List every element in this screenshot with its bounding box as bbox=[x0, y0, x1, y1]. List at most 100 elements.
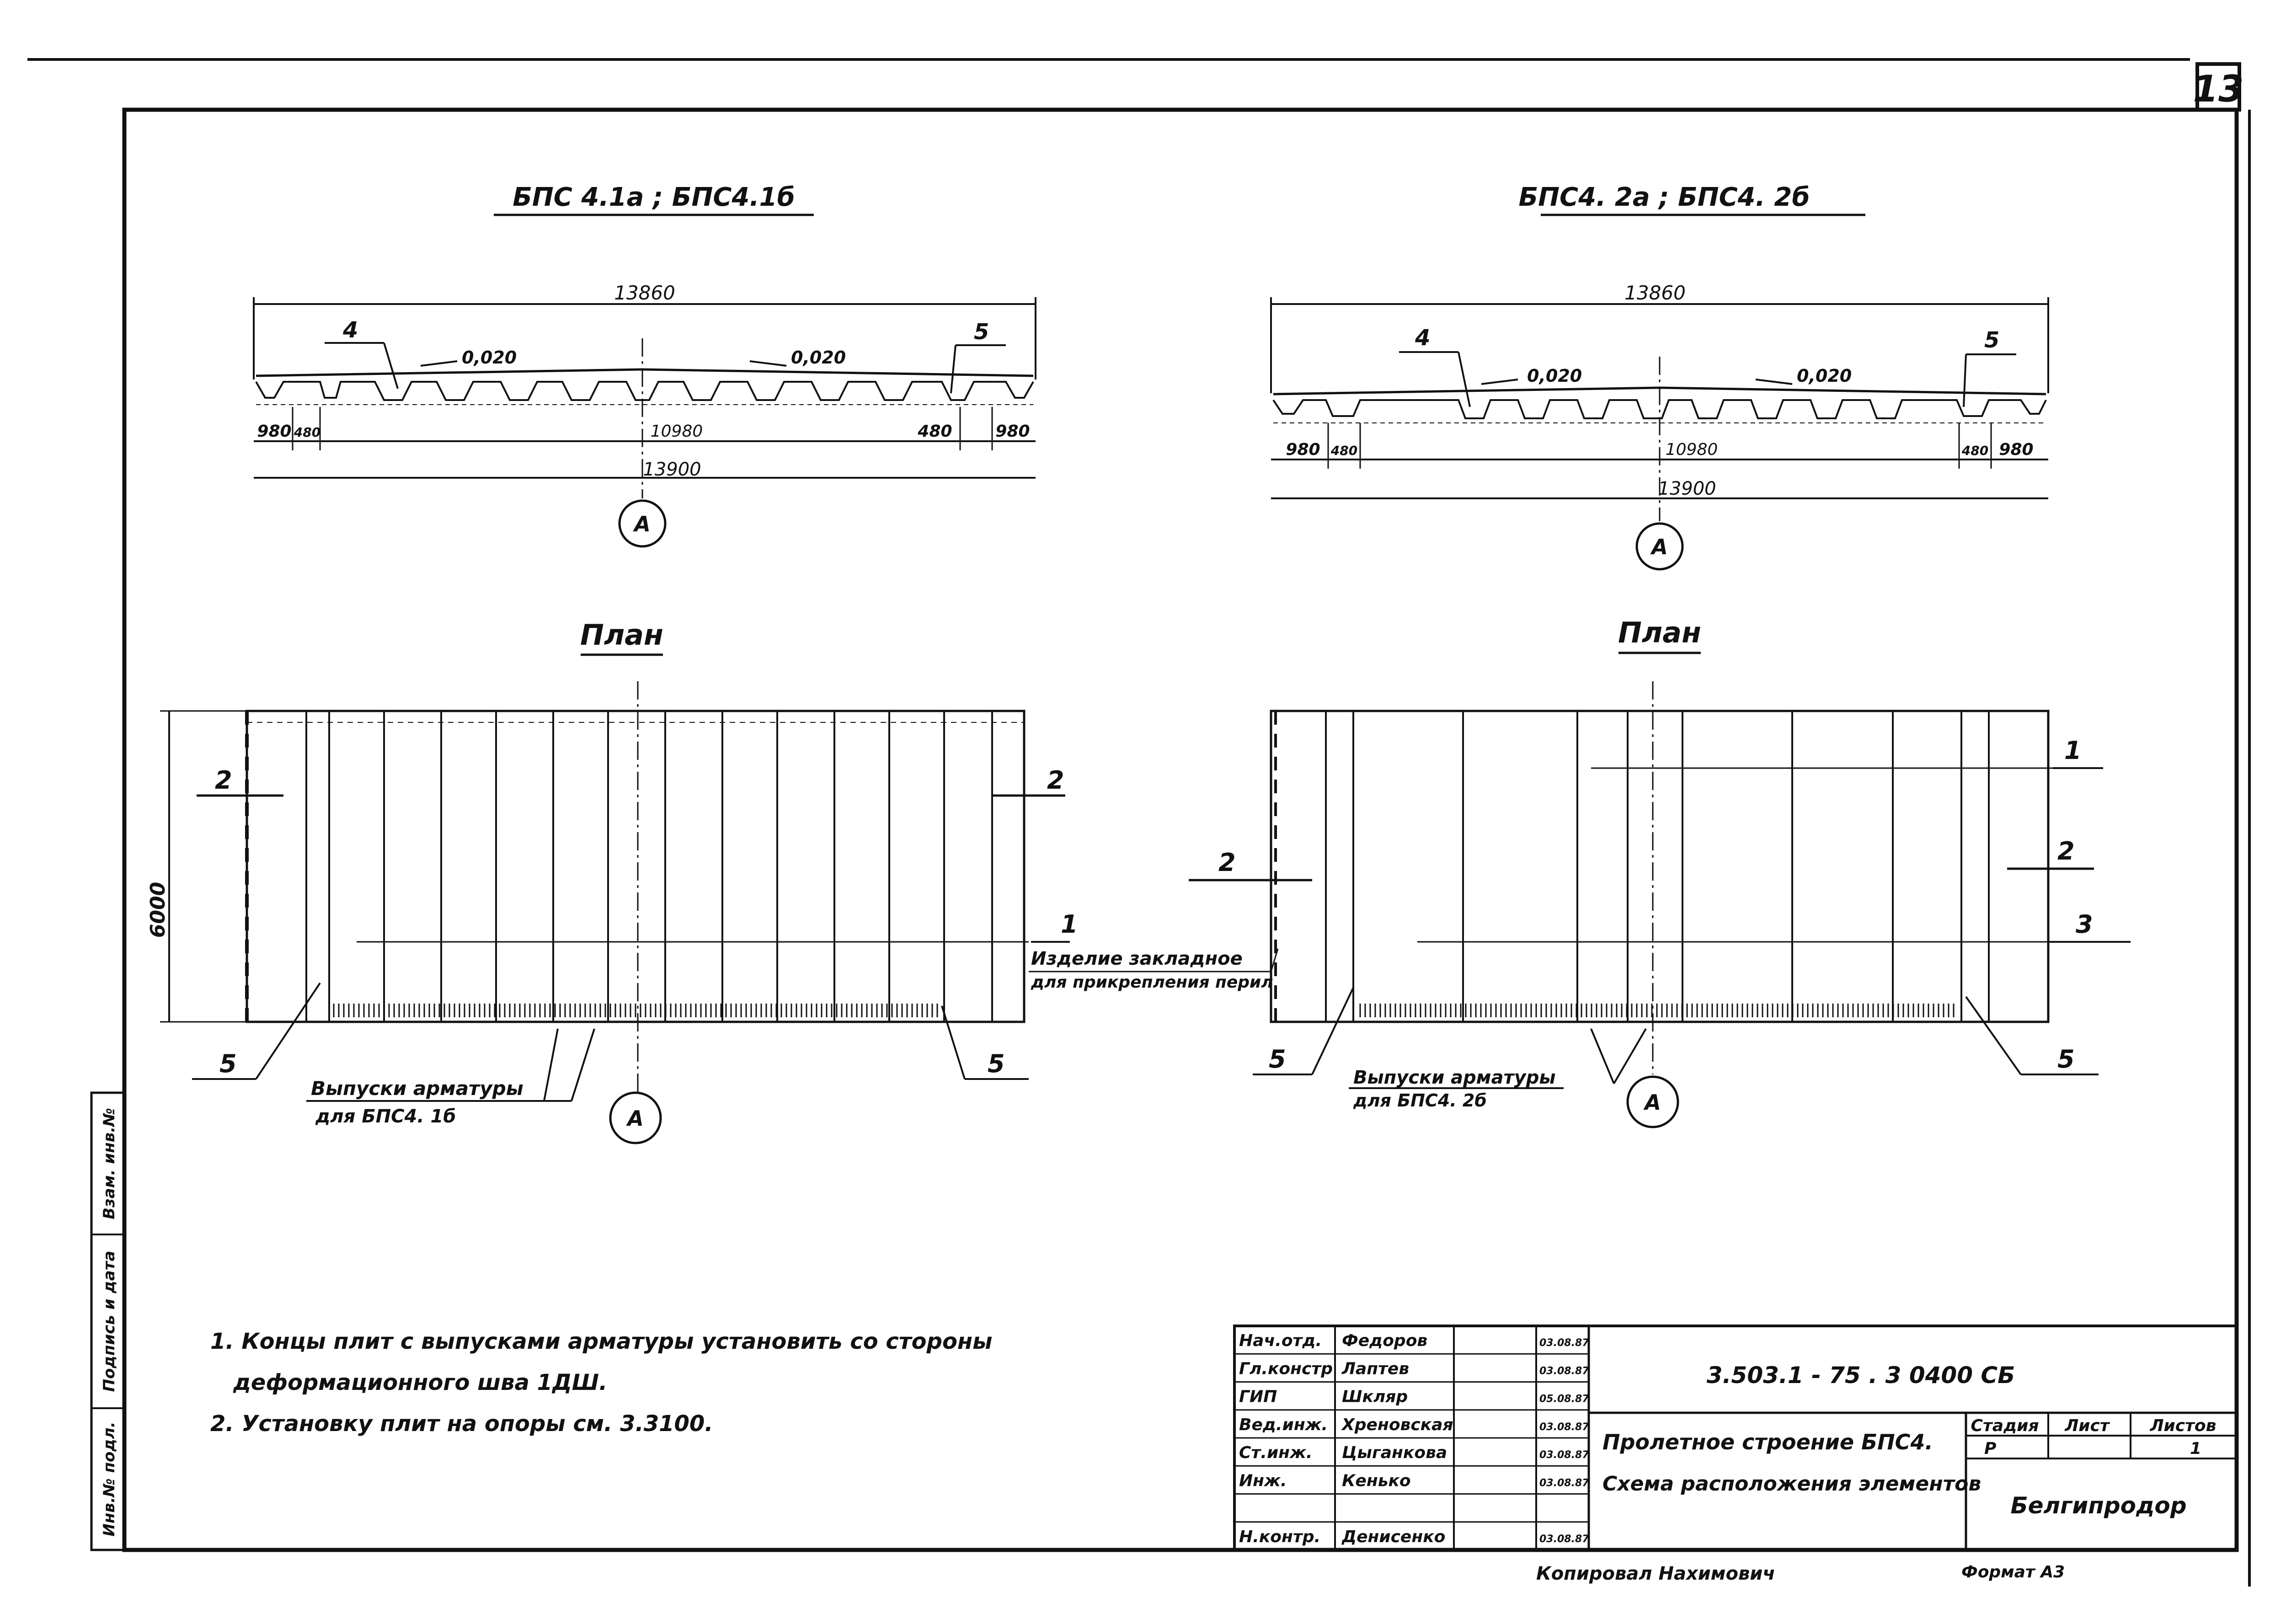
tb-stage-header: Стадия bbox=[1971, 1416, 2039, 1435]
right-dim-small-r: 480 bbox=[1961, 443, 1988, 458]
title-block-cell: Инж. bbox=[1239, 1471, 1287, 1490]
left-rebar-line1: Выпуски арматуры bbox=[311, 1077, 523, 1100]
right-dim-small-l: 480 bbox=[1330, 443, 1357, 458]
left-label5r: 5 bbox=[988, 1049, 1005, 1078]
title-block-cell: Н.контр. bbox=[1239, 1528, 1320, 1546]
title-block-cell: Кенько bbox=[1342, 1471, 1411, 1490]
right-plan-title: План bbox=[1618, 616, 1701, 649]
left-dim-small-l: 480 bbox=[294, 425, 320, 440]
left-plan-title: План bbox=[580, 618, 663, 652]
right-label3: 3 bbox=[2076, 910, 2093, 939]
right-rebar-line2: для БПС4. 2б bbox=[1353, 1090, 1487, 1111]
left-rebar-leader2 bbox=[571, 1028, 595, 1101]
right-callout5: 5 bbox=[1984, 327, 1999, 353]
left-overall-dim: 13900 bbox=[643, 459, 701, 480]
left-dim-small-r: 480 bbox=[917, 422, 952, 441]
left-callout4-leader bbox=[383, 342, 399, 389]
sheet-number-box bbox=[2195, 62, 2241, 112]
tb-organization: Белгипродор bbox=[2010, 1492, 2186, 1519]
title-block-cell: 03.08.87 bbox=[1539, 1533, 1589, 1545]
left-top-dim: 13860 bbox=[614, 282, 675, 304]
right-plan-section-marker bbox=[1626, 1075, 1679, 1128]
title-block-cell: ГИП bbox=[1239, 1388, 1277, 1406]
tb-description-1: Пролетное строение БПС4. bbox=[1602, 1430, 1933, 1454]
side-stamp-inv: Инв.№ подл. bbox=[100, 1421, 118, 1536]
left-rebar-line2: для БПС4. 1б bbox=[315, 1106, 456, 1127]
left-label1: 1 bbox=[1061, 910, 1078, 939]
title-block-cell: 03.08.87 bbox=[1539, 1365, 1589, 1377]
left-width-dim: 6000 bbox=[146, 882, 170, 938]
left-section-title: БПС 4.1а ; БПС4.1б bbox=[513, 182, 795, 212]
side-stamp-frame bbox=[90, 1091, 126, 1551]
right-top-dim: 13860 bbox=[1624, 282, 1686, 304]
right-callout5-leader bbox=[1963, 354, 1967, 407]
left-section-marker bbox=[618, 499, 667, 548]
left-slab-ribs bbox=[255, 381, 1034, 401]
left-rebar-leader1 bbox=[543, 1028, 559, 1101]
right-label5l-leader bbox=[1311, 987, 1354, 1075]
right-rebar-line1: Выпуски арматуры bbox=[1353, 1067, 1556, 1088]
right-dim-center: 10980 bbox=[1666, 440, 1718, 459]
title-block-cell: 03.08.87 bbox=[1539, 1337, 1589, 1349]
left-label5l: 5 bbox=[219, 1049, 237, 1078]
left-plan-outline bbox=[246, 710, 1025, 1023]
title-block-cell: Шкляр bbox=[1342, 1388, 1408, 1406]
right-rebar-leader2 bbox=[1613, 1028, 1647, 1084]
right-slope-arrow-l bbox=[1481, 379, 1518, 385]
title-block-cell: 03.08.87 bbox=[1539, 1477, 1589, 1489]
left-section-letter: А bbox=[633, 512, 651, 536]
title-block-cell: Ст.инж. bbox=[1239, 1443, 1313, 1462]
title-block-cell: 03.08.87 bbox=[1539, 1449, 1589, 1461]
side-stamp-repl: Взам. инв.№ bbox=[100, 1108, 118, 1219]
note-line-3: 2. Установку плит на опоры см. 3.3100. bbox=[210, 1411, 713, 1437]
title-block-cell: 05.08.87 bbox=[1539, 1394, 1589, 1405]
left-slope-arrow-r bbox=[749, 360, 787, 367]
left-slope-arrow-l bbox=[420, 360, 458, 367]
right-label1: 1 bbox=[2064, 736, 2082, 765]
right-label5r: 5 bbox=[2057, 1045, 2075, 1074]
tb-description-2: Схема расположения элементов bbox=[1602, 1472, 1981, 1496]
left-plan-rebar-ticks bbox=[333, 1004, 938, 1017]
left-label5l-leader bbox=[255, 982, 321, 1080]
right-slope-l: 0,020 bbox=[1527, 366, 1582, 386]
left-sec2-l: 2 bbox=[215, 766, 232, 795]
right-dim-end-r: 980 bbox=[1999, 440, 2033, 459]
sheet-frame bbox=[122, 107, 2239, 1552]
left-plan-section-marker bbox=[609, 1091, 662, 1144]
left-callout5: 5 bbox=[974, 319, 989, 345]
title-block-cell: Цыганкова bbox=[1342, 1443, 1447, 1462]
left-sec2-r: 2 bbox=[1047, 766, 1064, 795]
tb-stage-value: Р bbox=[1984, 1439, 1996, 1458]
left-plan-slab-joints bbox=[247, 711, 1024, 1022]
note-line-1: 1. Концы плит с выпусками арматуры устан… bbox=[210, 1329, 993, 1354]
left-dim-center: 10980 bbox=[651, 422, 703, 441]
right-callout4: 4 bbox=[1415, 325, 1430, 351]
right-slope-arrow-r bbox=[1755, 379, 1793, 385]
sheet-number: 13 bbox=[2193, 68, 2243, 110]
title-block-cell: Денисенко bbox=[1341, 1528, 1445, 1546]
title-block-cell: Федоров bbox=[1342, 1331, 1427, 1350]
right-label5r-leader bbox=[1965, 996, 2022, 1075]
title-block-cell: Вед.инж. bbox=[1239, 1416, 1328, 1434]
left-plan-section-letter: А bbox=[626, 1106, 644, 1131]
left-callout4: 4 bbox=[342, 317, 358, 343]
title-block-cell: Нач.отд. bbox=[1239, 1331, 1322, 1350]
right-slab-ribs bbox=[1272, 399, 2047, 419]
note-line-2: деформационного шва 1ДШ. bbox=[233, 1370, 607, 1395]
tb-copied-by: Копировал Нахимович bbox=[1536, 1563, 1775, 1584]
right-plan-slab-joints bbox=[1325, 711, 1990, 1022]
right-slope-r: 0,020 bbox=[1797, 366, 1852, 386]
title-block-cell: 03.08.87 bbox=[1539, 1421, 1589, 1433]
right-section-marker bbox=[1635, 522, 1684, 571]
right-sec2-l: 2 bbox=[1218, 848, 1236, 877]
title-block-cell: Гл.констр bbox=[1239, 1359, 1333, 1378]
left-callout5-leader bbox=[950, 345, 956, 394]
tb-sheet-header: Лист bbox=[2064, 1416, 2110, 1435]
tb-sheets-value: 1 bbox=[2190, 1439, 2201, 1458]
left-label5r-leader bbox=[941, 1005, 966, 1079]
tb-sheets-header: Листов bbox=[2150, 1416, 2217, 1435]
right-plan-section-letter: А bbox=[1643, 1090, 1661, 1115]
left-dim-end-l: 980 bbox=[257, 422, 291, 441]
right-overall-dim: 13900 bbox=[1658, 478, 1716, 499]
